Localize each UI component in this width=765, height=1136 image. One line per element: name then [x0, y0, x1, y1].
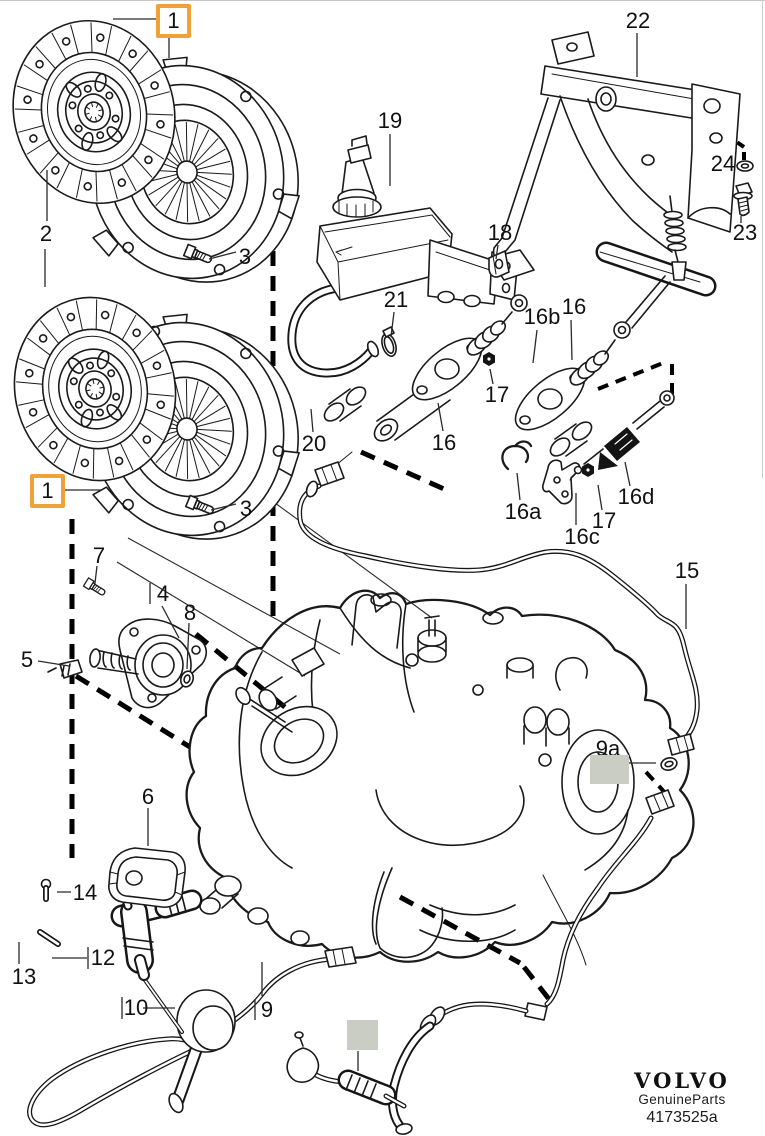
callout-24[interactable]: 24 — [710, 151, 736, 176]
callout-16b[interactable]: 16b — [523, 304, 561, 329]
bracket-18 — [488, 250, 510, 278]
callout-16a[interactable]: 16a — [504, 499, 542, 524]
grommet-6 — [108, 847, 186, 908]
callout-15[interactable]: 15 — [674, 558, 700, 583]
callout-6[interactable]: 6 — [141, 784, 155, 809]
callout-7[interactable]: 7 — [92, 543, 106, 568]
callout-22[interactable]: 22 — [625, 8, 651, 33]
callout-16-second[interactable]: 16 — [561, 294, 587, 319]
damper-10 — [168, 989, 236, 1114]
master-cylinder-16b — [514, 321, 631, 457]
callout-10[interactable]: 10 — [123, 995, 149, 1020]
callout-3b[interactable]: 3 — [239, 496, 253, 521]
callout-21[interactable]: 21 — [383, 287, 409, 312]
callout-1-highlighted-mid[interactable]: 1 — [30, 474, 65, 508]
callout-2[interactable]: 2 — [39, 221, 53, 246]
callout-16c[interactable]: 16c — [564, 524, 600, 549]
callout-13[interactable]: 13 — [11, 964, 37, 989]
volvo-logo: VOLVO — [634, 1068, 730, 1093]
clutch-kit-lower — [0, 281, 322, 567]
callout-9[interactable]: 9 — [260, 997, 274, 1022]
bracket-16c — [542, 459, 581, 505]
callout-14[interactable]: 14 — [72, 880, 98, 905]
callout-16d[interactable]: 16d — [617, 484, 655, 509]
callout-20[interactable]: 20 — [301, 431, 327, 456]
fluid-reservoir-group — [292, 135, 519, 373]
kit-boundary-dashes — [69, 119, 746, 1005]
hose-lower-right — [392, 818, 651, 1135]
page-top-border — [0, 0, 765, 1]
callout-8[interactable]: 8 — [183, 600, 197, 625]
hose-connector-kit — [337, 1069, 407, 1109]
branding-block: VOLVO GenuineParts 4173525a — [612, 1070, 752, 1127]
page-right-border — [762, 0, 763, 478]
callout-23[interactable]: 23 — [732, 220, 758, 245]
callout-17[interactable]: 17 — [484, 382, 510, 407]
callout-18[interactable]: 18 — [487, 220, 513, 245]
callout-1-highlighted-top[interactable]: 1 — [156, 4, 191, 38]
diagram-part-number: 4173525a — [646, 1109, 718, 1126]
redaction-box-kit — [347, 1020, 378, 1050]
pipe-15 — [300, 461, 698, 815]
leader-lines — [18, 18, 742, 1071]
callout-3a[interactable]: 3 — [238, 244, 252, 269]
release-bearing-group — [47, 577, 208, 709]
callout-19[interactable]: 19 — [377, 108, 403, 133]
callout-16[interactable]: 16 — [431, 430, 457, 455]
transmission — [185, 589, 695, 966]
callout-17-second[interactable]: 17 — [591, 508, 617, 533]
master-cylinder-16 — [323, 294, 528, 471]
pedal-bracket-group — [489, 31, 754, 329]
nut-17b — [582, 463, 594, 477]
callout-12[interactable]: 12 — [90, 945, 116, 970]
genuine-parts-label: GenuineParts — [638, 1092, 726, 1107]
callout-5[interactable]: 5 — [20, 647, 34, 672]
clip-16a — [501, 440, 533, 471]
rod-16d — [569, 390, 675, 481]
callout-4[interactable]: 4 — [156, 581, 170, 606]
redaction-box-9a — [590, 755, 629, 784]
